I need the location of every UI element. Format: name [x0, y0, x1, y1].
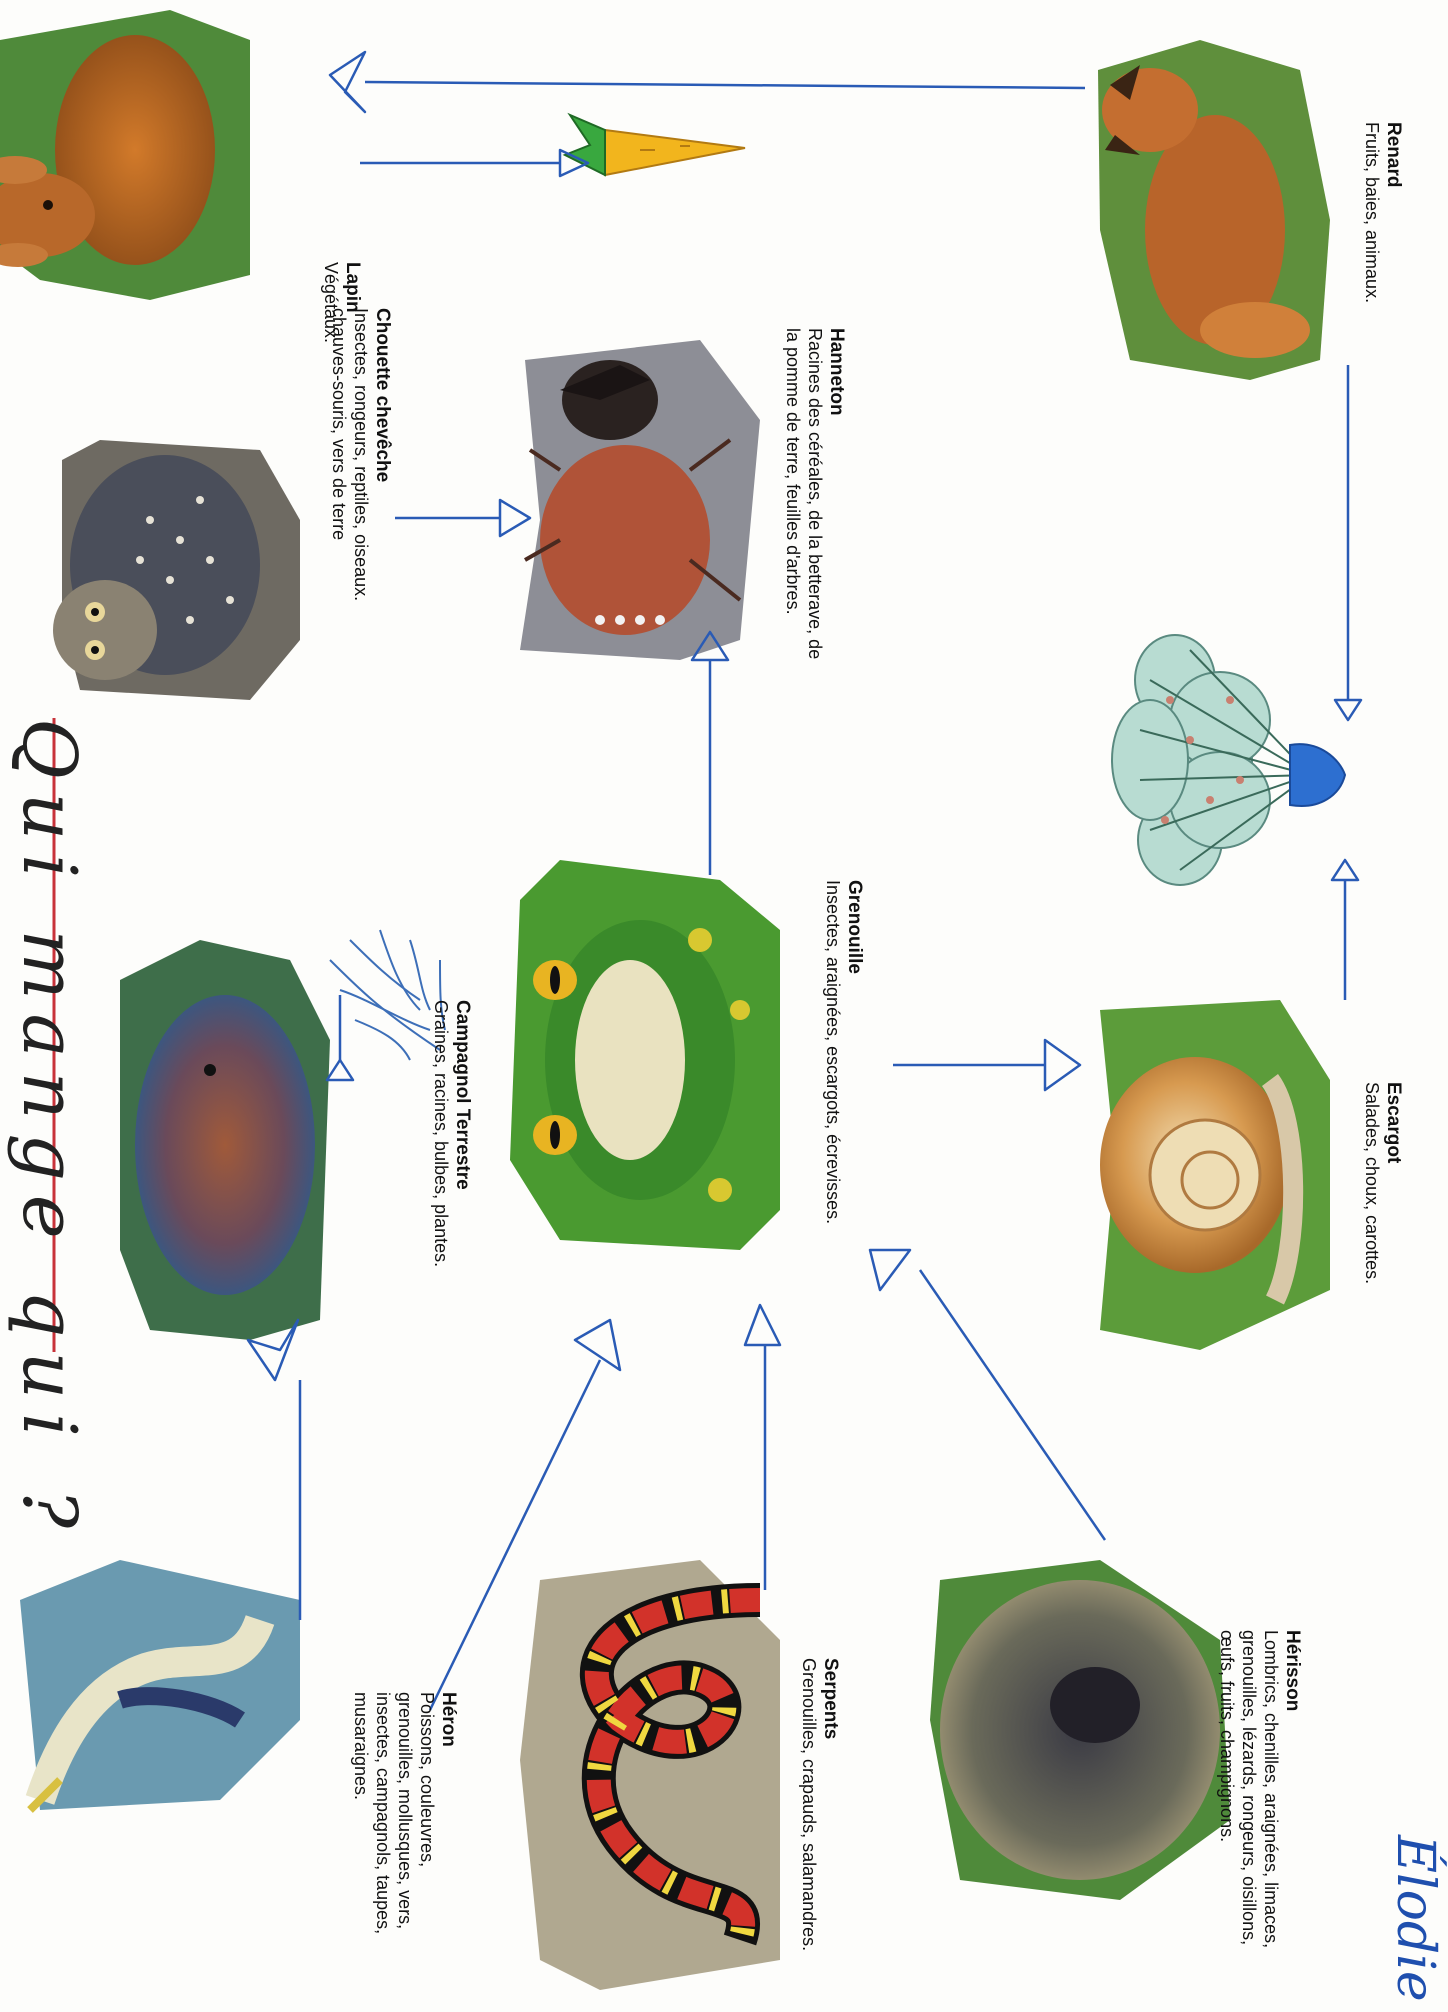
- label-hanneton: Hanneton Racines des céréales, de la bet…: [781, 328, 848, 659]
- label-heron: Héron Poissons, couleuvres, grenouilles,…: [349, 1692, 460, 1934]
- name-chouette: Chouette chevêche: [371, 308, 394, 601]
- hedgehog-photo: [930, 1560, 1230, 1900]
- name-serpents: Serpents: [819, 1658, 842, 1951]
- diet-chouette-2: chauves-souris, vers de terre: [327, 308, 349, 601]
- snake-photo: [520, 1560, 780, 1990]
- diet-herisson-3: œufs, fruits, champignons.: [1215, 1630, 1237, 1948]
- diet-grenouille: Insectes, araignées, escargots, écreviss…: [821, 880, 843, 1224]
- label-renard: Renard Fruits, baies, animaux.: [1360, 122, 1405, 303]
- label-herisson: Hérisson Lombrics, chenilles, araignées,…: [1215, 1630, 1304, 1948]
- diet-heron-4: musaraignes.: [349, 1692, 371, 1934]
- diet-heron-3: insectes, campagnols, taupes,: [371, 1692, 393, 1934]
- diet-chouette-1: Insectes, rongeurs, reptiles, oiseaux.: [349, 308, 371, 601]
- diet-herisson-2: grenouilles, lézards, rongeurs, oisillon…: [1237, 1630, 1259, 1948]
- heron-photo: [20, 1560, 300, 1810]
- name-campagnol: Campagnol Terrestre: [451, 1000, 474, 1267]
- diet-heron-2: grenouilles, mollusques, vers,: [393, 1692, 415, 1934]
- diet-herisson-1: Lombrics, chenilles, araignées, limaces,: [1259, 1630, 1281, 1948]
- diet-escargot: Salades, choux, carottes.: [1360, 1082, 1382, 1284]
- label-chouette: Chouette chevêche Insectes, rongeurs, re…: [327, 308, 394, 601]
- label-campagnol: Campagnol Terrestre Graines, racines, bu…: [429, 1000, 474, 1267]
- vole-photo: [120, 940, 330, 1340]
- arrow-renard-lapin: [365, 82, 1085, 88]
- name-renard: Renard: [1382, 122, 1405, 303]
- owl-photo: [53, 440, 300, 700]
- label-serpents: Serpents Grenouilles, crapauds, salamand…: [797, 1658, 842, 1951]
- roots-drawing: [330, 930, 445, 1060]
- diet-campagnol: Graines, racines, bulbes, plantes.: [429, 1000, 451, 1267]
- fox-photo: [1098, 40, 1330, 380]
- diet-serpents: Grenouilles, crapauds, salamandres.: [797, 1658, 819, 1951]
- name-escargot: Escargot: [1382, 1082, 1405, 1284]
- arrow-herisson-grenouille: [920, 1270, 1105, 1540]
- rabbit-photo: [0, 10, 250, 300]
- name-grenouille: Grenouille: [843, 880, 866, 1224]
- snail-photo: [1100, 1000, 1330, 1350]
- cabbage-drawing: [1112, 635, 1345, 885]
- label-grenouille: Grenouille Insectes, araignées, escargot…: [821, 880, 866, 1224]
- diet-heron-1: Poissons, couleuvres,: [415, 1692, 437, 1934]
- signature: Élodie: [1385, 1835, 1445, 2002]
- frog-photo: [510, 860, 780, 1250]
- name-heron: Héron: [437, 1692, 460, 1934]
- page-title: Qui mange qui ?: [6, 718, 92, 1542]
- label-escargot: Escargot Salades, choux, carottes.: [1360, 1082, 1405, 1284]
- carrot-drawing: [565, 115, 745, 175]
- name-hanneton: Hanneton: [825, 328, 848, 659]
- diet-hanneton-2: la pomme de terre, feuilles d'arbres.: [781, 328, 803, 659]
- diet-hanneton-1: Racines des céréales, de la betterave, d…: [803, 328, 825, 659]
- beetle-photo: [520, 340, 760, 660]
- name-herisson: Hérisson: [1281, 1630, 1304, 1948]
- diet-renard: Fruits, baies, animaux.: [1360, 122, 1382, 303]
